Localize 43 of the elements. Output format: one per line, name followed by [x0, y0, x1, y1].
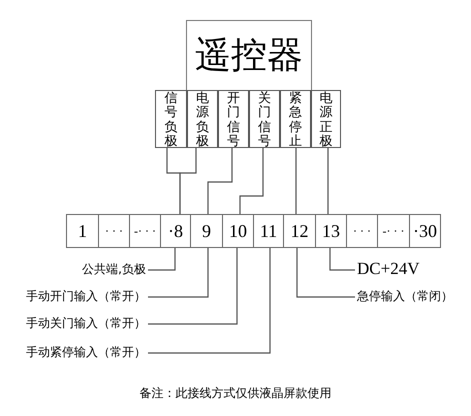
leader-line [148, 248, 238, 325]
terminal-cell: 9 [190, 214, 223, 248]
leader-line [296, 248, 355, 298]
terminal-cell: -· · · [129, 214, 161, 248]
leader-line [148, 248, 271, 354]
terminal-cell: -· · · [377, 214, 410, 248]
terminal-label: 关门信号 [258, 92, 271, 150]
wire [239, 148, 264, 214]
terminal-cell: 1 [66, 214, 99, 248]
wire-label: 公共端,负极 [20, 261, 146, 277]
terminal-cell: ·30 [409, 214, 441, 248]
terminal-cell: · · · [98, 214, 130, 248]
wire-label: 急停输入（常闭） [357, 288, 467, 304]
wire-label: DC+24V [357, 261, 437, 277]
wire-label: 手动紧停输入（常开） [0, 344, 146, 360]
signal-terminal-box [311, 90, 341, 148]
terminal-cell: 10 [222, 214, 254, 248]
wire-label: 手动开门输入（常开） [0, 288, 146, 304]
terminal-cell: 11 [253, 214, 284, 248]
signal-terminal-box [187, 90, 218, 148]
caption: 备注：此接线方式仅供液晶屏款使用 [140, 386, 332, 400]
terminal-label: 电源正极 [320, 92, 332, 150]
signal-terminal-box [280, 90, 311, 148]
terminal-label: 紧急停止 [289, 92, 302, 150]
signal-terminal-box [155, 90, 187, 148]
wire-label: 手动关门输入（常开） [0, 315, 146, 331]
terminal-label: 开门信号 [227, 92, 240, 150]
wire [295, 148, 297, 214]
terminal-cell: ·8 [160, 214, 191, 248]
leader-line [329, 248, 355, 271]
terminal-label: 信号负极 [164, 92, 178, 150]
leader-line [148, 248, 209, 298]
remote-control-box: 遥控器 [186, 20, 312, 90]
signal-terminal-box [218, 90, 249, 148]
wire [179, 148, 197, 214]
terminal-cell: · · · [346, 214, 378, 248]
terminal-cell: 13 [315, 214, 347, 248]
wire [327, 148, 329, 214]
wire [207, 148, 233, 214]
terminal-cell: 12 [283, 214, 316, 248]
signal-terminal-box [249, 90, 280, 148]
leader-line [148, 248, 176, 271]
terminal-label: 电源负极 [196, 92, 209, 150]
